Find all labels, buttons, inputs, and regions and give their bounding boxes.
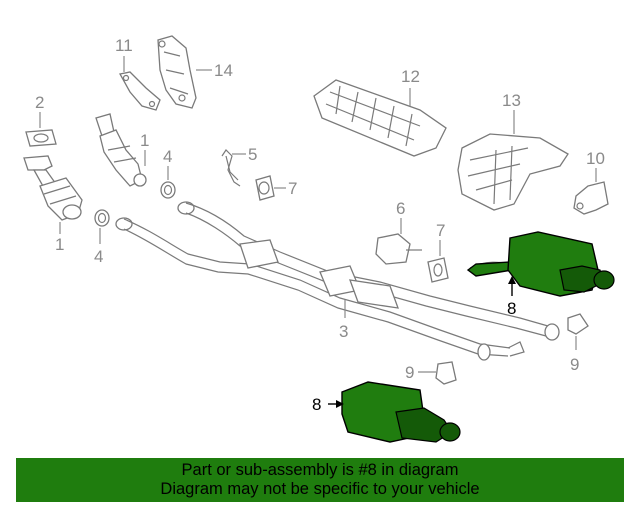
callout-4-left: 4 xyxy=(94,247,103,266)
callout-9-lower: 9 xyxy=(405,363,414,382)
hanger-part-5 xyxy=(221,149,241,187)
info-banner: Part or sub-assembly is #8 in diagram Di… xyxy=(16,458,624,502)
callout-14: 14 xyxy=(214,61,233,80)
heat-shield-part-13 xyxy=(457,133,569,211)
callout-8-right: 8 xyxy=(507,299,516,318)
rubber-mount-part-9-lower xyxy=(435,361,457,385)
bracket-part-10 xyxy=(573,181,609,215)
callout-13: 13 xyxy=(502,91,521,110)
callout-1-left: 1 xyxy=(55,235,64,254)
callout-12: 12 xyxy=(401,67,420,86)
callout-5: 5 xyxy=(248,145,257,164)
banner-line-2: Diagram may not be specific to your vehi… xyxy=(160,480,480,498)
muffler-part-8-lower[interactable] xyxy=(341,381,461,443)
catalytic-converter-part-1-left xyxy=(23,155,83,221)
rubber-mount-part-7-middle xyxy=(427,257,449,283)
bracket-part-11 xyxy=(118,71,161,111)
callout-2: 2 xyxy=(35,93,44,112)
callout-4-center: 4 xyxy=(163,147,172,166)
callout-9-right: 9 xyxy=(570,355,579,374)
callout-7-middle: 7 xyxy=(436,221,445,240)
exhaust-parts-diagram: 14 11 2 1 4 1 4 xyxy=(23,35,615,443)
callout-6: 6 xyxy=(396,199,405,218)
catalytic-converter-part-1-center xyxy=(95,113,147,187)
callout-1-center: 1 xyxy=(140,131,149,150)
muffler-part-8-right[interactable] xyxy=(466,231,615,297)
rubber-mount-part-7-top xyxy=(255,175,275,201)
hanger-bracket-part-6 xyxy=(375,233,422,265)
banner-line-1: Part or sub-assembly is #8 in diagram xyxy=(181,461,459,479)
callout-3: 3 xyxy=(339,322,348,341)
rubber-mount-part-9-right xyxy=(567,313,589,335)
gasket-part-2 xyxy=(25,129,57,147)
callout-7-top: 7 xyxy=(288,179,297,198)
seal-ring-part-4-left xyxy=(94,209,110,227)
seal-ring-part-4-center xyxy=(160,181,176,199)
callout-11: 11 xyxy=(115,36,133,55)
exhaust-pipe-part-3 xyxy=(115,201,560,361)
callout-10: 10 xyxy=(586,149,605,168)
heat-shield-part-12 xyxy=(313,79,447,157)
heat-shield-part-14 xyxy=(157,35,197,109)
callout-8-lower: 8 xyxy=(312,395,321,414)
